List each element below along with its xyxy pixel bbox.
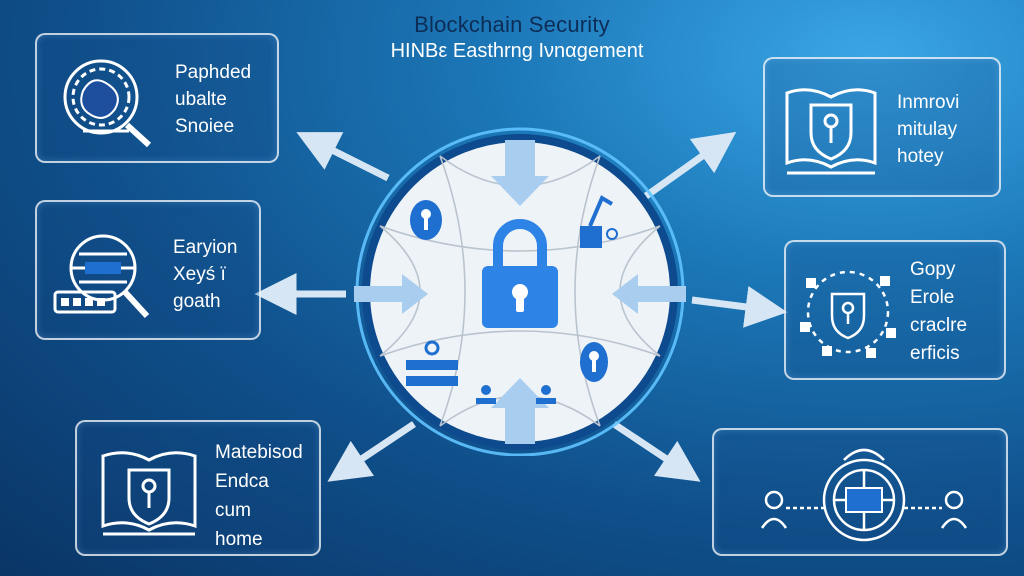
card-line: Paphded bbox=[175, 62, 252, 83]
card-line: Xeyś ï bbox=[173, 264, 226, 285]
card-line: cum bbox=[215, 500, 251, 521]
network-shield-icon bbox=[800, 270, 896, 358]
card-line: hotey bbox=[897, 146, 944, 167]
gear-magnifier-icon bbox=[63, 59, 152, 148]
key-badge-icon-bottom-right bbox=[580, 342, 608, 382]
card-line: mitulay bbox=[897, 119, 958, 140]
feature-card-middle-right: Gopy Erole craclre erficis bbox=[784, 240, 1006, 380]
feature-card-bottom-right bbox=[712, 428, 1008, 556]
robot-arm-icon bbox=[580, 195, 618, 248]
card-line: goath bbox=[173, 291, 221, 312]
card-text: Earyion Xeyś ï goath bbox=[173, 234, 237, 315]
card-line: Gopy bbox=[910, 259, 956, 280]
card-text: Matebisod Endca cum home bbox=[215, 438, 303, 554]
card-line: home bbox=[215, 529, 263, 550]
card-text: Paphded ubalte Snoiee bbox=[175, 59, 251, 140]
diagram-subtitle: ΗΙΝΒε Easthrng Ινnαgement bbox=[390, 40, 644, 62]
global-network-icon bbox=[760, 448, 968, 542]
feature-card-top-left: Paphded ubalte Snoiee bbox=[35, 33, 279, 163]
padlock-icon bbox=[482, 219, 558, 328]
arrow-to-middle-right bbox=[691, 286, 788, 328]
grid-magnifier-icon bbox=[53, 234, 150, 319]
card-line: Snoiee bbox=[175, 116, 235, 137]
card-line: Ιnmrovi bbox=[897, 92, 960, 113]
key-badge-icon-top-left bbox=[410, 200, 442, 240]
card-text: Ιnmrovi mitulay hotey bbox=[897, 89, 959, 170]
central-hub bbox=[354, 127, 686, 456]
card-line: Matebisod bbox=[215, 442, 303, 463]
book-shield-icon bbox=[785, 88, 877, 175]
diagram-title: Blockchain Security bbox=[414, 12, 610, 37]
card-line: Earyion bbox=[173, 237, 238, 258]
person-small-icon bbox=[476, 385, 556, 404]
header: Blockchain Security ΗΙΝΒε Easthrng Ινnαg… bbox=[0, 12, 1024, 63]
feature-card-top-right: Ιnmrovi mitulay hotey bbox=[763, 57, 1001, 197]
card-line: ubalte bbox=[175, 89, 227, 110]
book-shield-icon bbox=[101, 451, 197, 536]
card-text: Gopy Erole craclre erficis bbox=[910, 256, 967, 368]
card-line: erficis bbox=[910, 343, 960, 364]
card-line: craclre bbox=[910, 315, 968, 336]
feature-card-bottom-left: Matebisod Endca cum home bbox=[75, 420, 321, 556]
server-stack-icon bbox=[406, 340, 458, 386]
card-line: Erole bbox=[910, 287, 955, 308]
card-line: Endca bbox=[215, 471, 269, 492]
feature-card-middle-left: Earyion Xeyś ï goath bbox=[35, 200, 261, 340]
